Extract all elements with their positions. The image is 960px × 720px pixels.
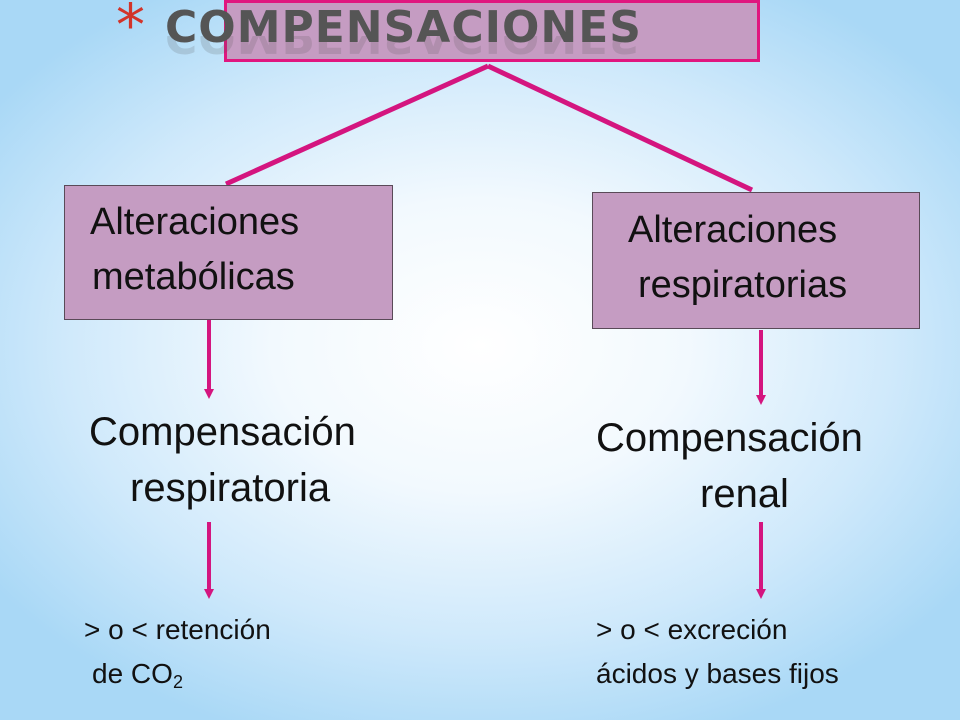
slide-title: COMPENSACIONES — [165, 2, 642, 53]
title-box — [224, 0, 760, 62]
left-result-line2-text: de CO — [92, 658, 173, 689]
left-box-line2: metabólicas — [92, 256, 295, 298]
box-alteraciones-metabolicas — [64, 185, 393, 320]
asterisk-bullet-icon: * — [116, 0, 145, 59]
left-box-line1: Alteraciones — [90, 201, 300, 243]
box-alteraciones-respiratorias — [592, 192, 920, 329]
right-compensation-line2: renal — [700, 472, 789, 516]
left-result-line2: de CO2 — [92, 658, 183, 692]
left-result-line1: > o < retención — [84, 614, 271, 645]
right-result-line2: ácidos y bases fijos — [596, 658, 839, 689]
right-compensation-line1: Compensación — [596, 416, 863, 460]
right-result-line1: > o < excreción — [596, 614, 788, 645]
right-box-line2: respiratorias — [638, 264, 848, 306]
left-compensation-line1: Compensación — [89, 410, 356, 454]
slide-title-reflection: COMPENSACIONES — [165, 36, 642, 58]
right-box-line1: Alteraciones — [628, 209, 838, 251]
left-result-line2-subscript: 2 — [172, 672, 183, 692]
connector-to-left-box — [224, 63, 490, 187]
connector-to-right-box — [486, 63, 754, 193]
left-compensation-line2: respiratoria — [130, 466, 331, 510]
